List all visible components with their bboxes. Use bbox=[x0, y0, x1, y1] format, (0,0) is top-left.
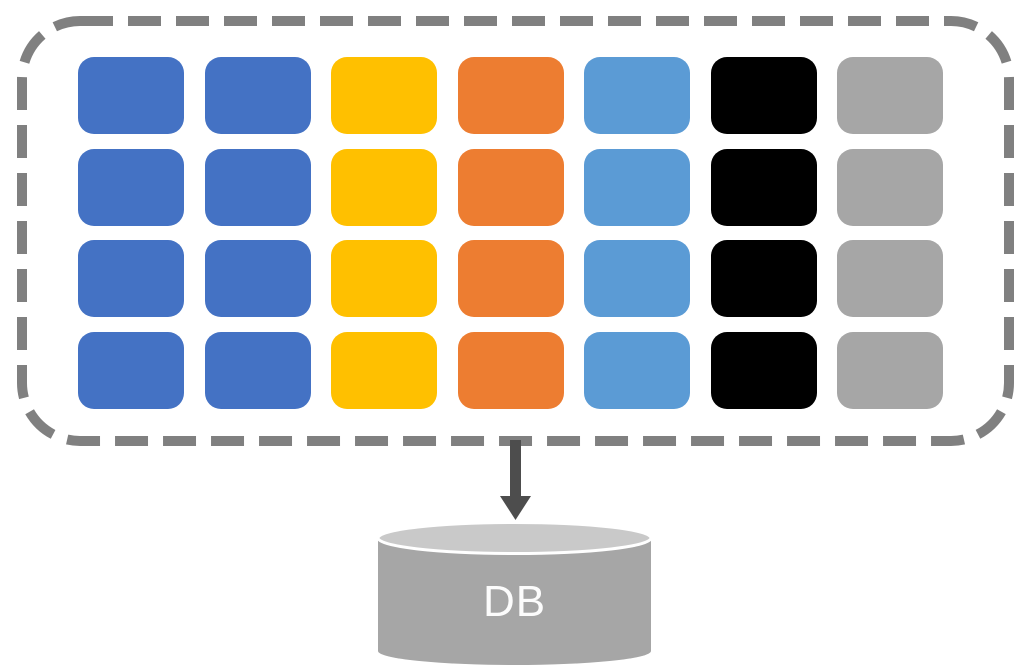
db-label: DB bbox=[482, 577, 547, 626]
tile-gray-row2 bbox=[837, 148, 943, 226]
tile-light-blue-row4 bbox=[584, 331, 690, 409]
database-cylinder bbox=[376, 521, 653, 666]
down-arrow-icon bbox=[500, 440, 531, 520]
tile-blue-row3 bbox=[78, 240, 184, 318]
database-cylinder-top bbox=[376, 521, 653, 555]
tile-gold-row1 bbox=[331, 57, 437, 134]
tile-blue-row1 bbox=[78, 57, 184, 134]
tile-blue-2-row4 bbox=[204, 331, 311, 409]
tile-light-blue-row2 bbox=[584, 148, 690, 226]
tile-blue-row4 bbox=[78, 331, 184, 409]
tile-black-row4 bbox=[710, 331, 817, 409]
tile-blue-2-row3 bbox=[204, 240, 311, 318]
tile-orange-row3 bbox=[457, 240, 564, 318]
tile-orange-row4 bbox=[457, 331, 564, 409]
tile-gray-row1 bbox=[837, 57, 943, 134]
tile-gray-row4 bbox=[837, 331, 943, 409]
tile-grid bbox=[78, 57, 943, 409]
tile-blue-2-row2 bbox=[204, 148, 311, 226]
tile-black-row2 bbox=[710, 148, 817, 226]
tile-black-row1 bbox=[710, 57, 817, 134]
tile-blue-row2 bbox=[78, 148, 184, 226]
tile-gold-row2 bbox=[331, 148, 437, 226]
database-cylinder-body bbox=[378, 538, 651, 666]
down-arrow-head bbox=[500, 496, 531, 520]
tile-black-row3 bbox=[710, 240, 817, 318]
tile-light-blue-row3 bbox=[584, 240, 690, 318]
down-arrow-shaft bbox=[510, 440, 521, 499]
tile-gray-row3 bbox=[837, 240, 943, 318]
tile-gold-row4 bbox=[331, 331, 437, 409]
tile-orange-row2 bbox=[457, 148, 564, 226]
tile-orange-row1 bbox=[457, 57, 564, 134]
tile-light-blue-row1 bbox=[584, 57, 690, 134]
tile-blue-2-row1 bbox=[204, 57, 311, 134]
tile-gold-row3 bbox=[331, 240, 437, 318]
